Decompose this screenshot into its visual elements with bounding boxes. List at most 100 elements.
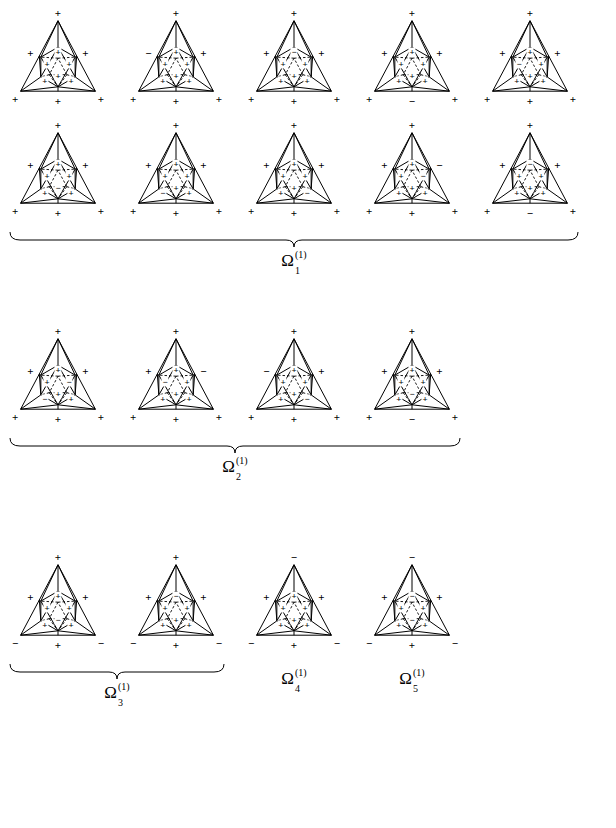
vertex-sign: +: [290, 208, 298, 219]
figure-edge: [412, 21, 449, 91]
vertex-sign: −: [65, 377, 72, 386]
omega-symbol: Ω: [399, 669, 412, 688]
vertex-sign: +: [172, 365, 179, 374]
vertex-sign: +: [365, 93, 373, 104]
hidden-edge: [412, 57, 429, 58]
figure-edge: [493, 133, 530, 203]
vertex-sign: +: [513, 77, 520, 86]
vertex-sign: +: [408, 120, 416, 131]
index-stack: (1)4: [295, 668, 307, 694]
figure-edge: [393, 374, 395, 395]
hidden-edge: [294, 57, 311, 58]
index-stack: (1)2: [236, 456, 248, 482]
figure-edge: [176, 339, 213, 409]
hidden-edge: [58, 601, 75, 602]
vertex-sign: +: [11, 411, 19, 422]
vertex-sign: +: [172, 183, 179, 192]
vertex-sign: −: [526, 159, 533, 168]
vertex-sign: +: [540, 77, 547, 86]
figure-edge: [530, 87, 531, 91]
vertex-sign: +: [41, 621, 48, 630]
vertex-sign: +: [97, 93, 105, 104]
vertex-sign: +: [380, 591, 388, 602]
vertex-sign: −: [247, 637, 255, 648]
figure-edge: [139, 21, 176, 91]
figure-edge: [58, 339, 59, 365]
vertex-sign: +: [435, 365, 443, 376]
figure-edge: [294, 199, 331, 203]
vertex-sign: +: [451, 205, 459, 216]
figure-edge: [176, 21, 213, 91]
figure-edge: [257, 199, 294, 203]
vertex-sign: +: [54, 120, 62, 131]
vertex-sign: +: [408, 326, 416, 337]
figure-edge: [257, 133, 294, 203]
vertex-sign: +: [422, 621, 429, 630]
figure-edge: [511, 168, 513, 189]
vertex-sign: +: [41, 189, 48, 198]
figure-edge: [375, 631, 412, 635]
superscript: (1): [295, 668, 307, 678]
figure-edge: [139, 405, 176, 409]
figure-edge: [75, 168, 77, 189]
vertex-sign: +: [526, 8, 534, 19]
vertex-sign: +: [26, 365, 34, 376]
vertex-sign: +: [419, 603, 426, 612]
vertex-sign: +: [279, 59, 286, 68]
vertex-sign: +: [317, 591, 325, 602]
vertex-sign: +: [290, 326, 298, 337]
group-label: Ω(1)5: [399, 668, 424, 694]
vertex-sign: +: [129, 93, 137, 104]
figure-edge: [58, 133, 95, 203]
vertex-sign: +: [54, 47, 61, 56]
figure-edge: [193, 56, 195, 77]
vertex-sign: +: [419, 59, 426, 68]
figure-edge: [412, 87, 413, 91]
figure-edge: [176, 405, 213, 409]
vertex-sign: +: [395, 189, 402, 198]
figure-edge: [157, 600, 159, 621]
figure-edge: [530, 133, 567, 203]
vertex-sign: +: [186, 77, 193, 86]
figure-edge: [275, 168, 277, 189]
figure-edge: [493, 87, 530, 91]
figure-edge: [58, 133, 59, 159]
vertex-sign: +: [186, 621, 193, 630]
vertex-sign: −: [408, 591, 415, 600]
figure-edge: [275, 56, 277, 77]
vertex-sign: +: [498, 159, 506, 170]
vertex-sign: −: [11, 637, 19, 648]
vertex-sign: +: [144, 365, 152, 376]
figure-edge: [294, 405, 295, 409]
figure-edge: [176, 339, 177, 365]
vertex-sign: +: [65, 59, 72, 68]
vertex-sign: +: [553, 159, 561, 170]
vertex-sign: −: [215, 637, 223, 648]
hidden-edge: [395, 601, 412, 602]
figure-edge: [58, 87, 95, 91]
figure-edge: [429, 56, 431, 77]
figure-edge: [294, 631, 331, 635]
figure-edge: [176, 87, 213, 91]
figure-edge: [294, 339, 331, 409]
vertex-sign: +: [380, 47, 388, 58]
figure-edge: [257, 565, 294, 635]
vertex-sign: +: [422, 77, 429, 86]
vertex-sign: +: [397, 377, 404, 386]
hidden-edge: [395, 57, 412, 58]
vertex-sign: +: [81, 591, 89, 602]
vertex-sign: +: [247, 205, 255, 216]
vertex-sign: +: [129, 205, 137, 216]
vertex-sign: +: [301, 59, 308, 68]
figure-edge: [375, 87, 412, 91]
figure-edge: [412, 199, 449, 203]
group-brace: [10, 438, 460, 453]
vertex-sign: +: [172, 389, 179, 398]
vertex-sign: +: [279, 171, 286, 180]
figure-edge: [176, 133, 177, 159]
hidden-edge: [41, 169, 58, 170]
superscript: (1): [413, 668, 425, 678]
vertex-sign: +: [172, 640, 180, 651]
vertex-sign: +: [290, 120, 298, 131]
figure-edge: [176, 405, 177, 409]
